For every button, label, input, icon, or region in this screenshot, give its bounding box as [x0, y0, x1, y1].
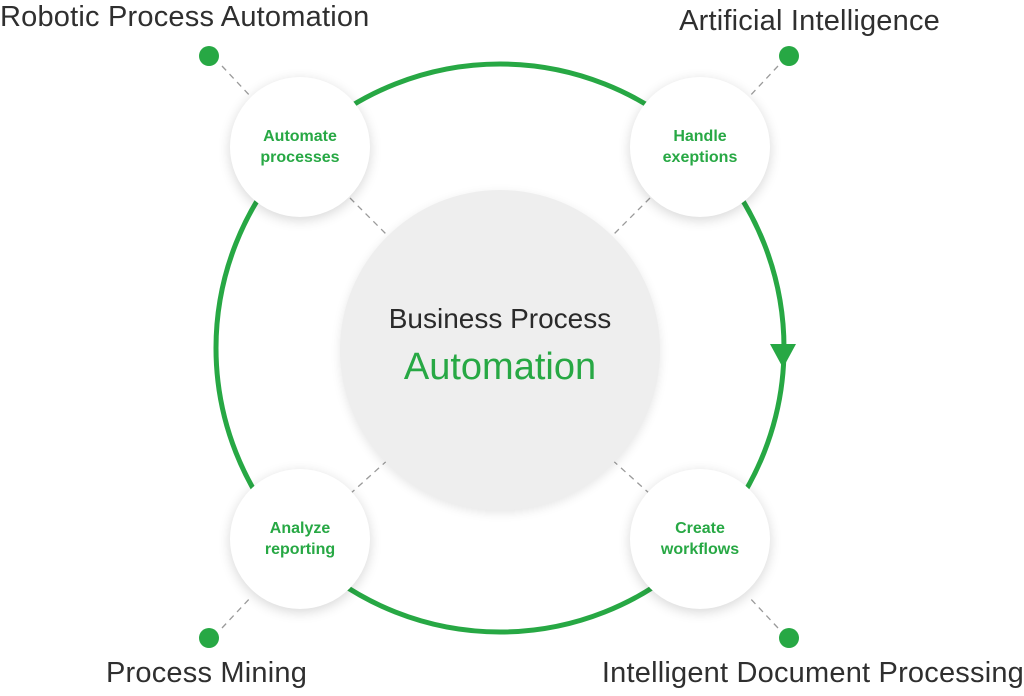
- label-robotic-process-automation: Robotic Process Automation: [0, 1, 370, 33]
- connector-line: [221, 65, 253, 99]
- center-title: Business Process: [388, 303, 612, 334]
- node-label: Automate processes: [260, 128, 340, 166]
- connector-line: [221, 595, 253, 629]
- node-handle-exceptions: Handle exeptions: [630, 77, 770, 217]
- green-dot-icon: [779, 628, 799, 648]
- green-dot-icon: [199, 628, 219, 648]
- connector-line: [609, 197, 651, 239]
- node-label: Handle exeptions: [662, 128, 738, 166]
- label-process-mining: Process Mining: [106, 657, 308, 689]
- node-label: Create workflows: [660, 520, 740, 558]
- connector-line: [349, 197, 391, 239]
- label-intelligent-document-processing: Intelligent Document Processing: [601, 657, 1024, 689]
- green-dot-icon: [779, 46, 799, 66]
- connector-line: [747, 595, 779, 629]
- node-label: Analyze reporting: [264, 520, 336, 558]
- green-dot-icon: [199, 46, 219, 66]
- center-circle: Business Process Automation: [340, 190, 660, 510]
- connector-line: [349, 457, 391, 495]
- node-create-workflows: Create workflows: [630, 469, 770, 609]
- node-automate-processes: Automate processes: [230, 77, 370, 217]
- connector-line: [747, 65, 779, 99]
- center-subtitle: Automation: [403, 346, 597, 388]
- node-analyze-reporting: Analyze reporting: [230, 469, 370, 609]
- connector-line: [609, 457, 651, 495]
- arrow-down-icon: [770, 344, 796, 368]
- label-artificial-intelligence: Artificial Intelligence: [679, 5, 940, 37]
